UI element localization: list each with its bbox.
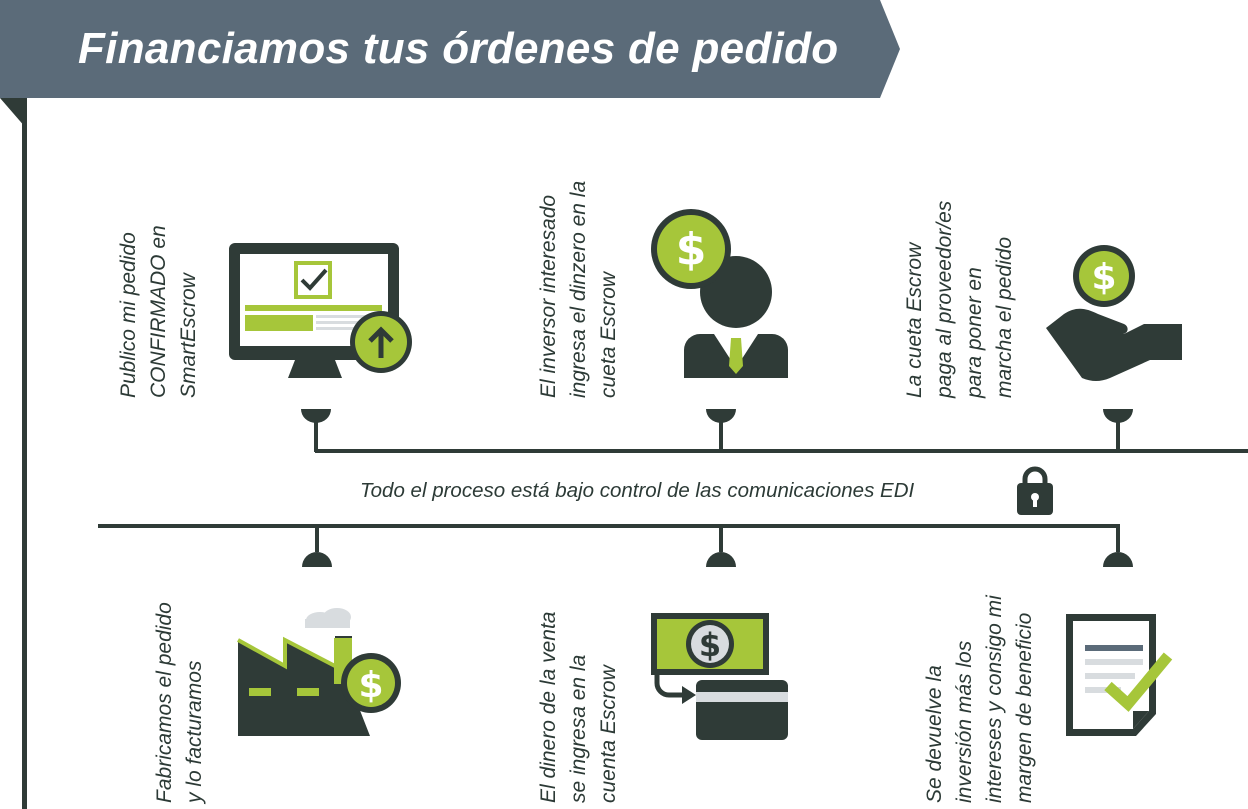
bottom-step-3-text: Se devuelve la inversión más los interes… bbox=[920, 595, 1040, 803]
svg-text:$: $ bbox=[676, 224, 707, 275]
top-step-1-text: Publico mi pedido CONFIRMADO en SmartEsc… bbox=[114, 225, 204, 398]
top-connector-1 bbox=[301, 409, 331, 452]
top-step-3-text: La cueta Escrow paga al proveedor/es par… bbox=[900, 201, 1020, 398]
bottom-connector-1 bbox=[302, 526, 332, 567]
svg-text:$: $ bbox=[1091, 257, 1116, 298]
text-line: margen de beneficio bbox=[1013, 612, 1036, 803]
text-line: Se devuelve la bbox=[923, 665, 946, 803]
bottom-step-1-text: Fabricamos el pedido y lo facturamos bbox=[150, 602, 210, 803]
text-line: para poner en bbox=[963, 267, 986, 398]
text-line: Publico mi pedido bbox=[117, 232, 140, 398]
document-check-icon bbox=[1066, 614, 1173, 736]
lock-icon bbox=[1017, 466, 1053, 515]
page-title: Financiamos tus órdenes de pedido bbox=[78, 24, 839, 73]
bottom-connector-3 bbox=[1103, 526, 1133, 567]
banknote-card-icon: $ bbox=[651, 613, 788, 740]
bottom-timeline bbox=[98, 524, 1120, 528]
top-timeline bbox=[315, 449, 1248, 453]
text-line: ingresa el dinzero en la bbox=[567, 180, 590, 398]
text-line: cueta Escrow bbox=[597, 271, 620, 398]
top-step-2-text: El inversor interesado ingresa el dinzer… bbox=[534, 181, 624, 398]
text-line: paga al proveedor/es bbox=[933, 200, 956, 398]
title-banner: Financiamos tus órdenes de pedido bbox=[0, 0, 900, 128]
text-line: se ingresa en la bbox=[567, 654, 590, 803]
text-line: La cueta Escrow bbox=[903, 242, 926, 398]
text-line: y lo facturamos bbox=[183, 660, 206, 803]
bottom-connector-2 bbox=[706, 526, 736, 567]
banner-shape bbox=[0, 0, 900, 128]
factory-dollar-icon: $ bbox=[237, 608, 401, 736]
text-line: CONFIRMADO en bbox=[147, 225, 170, 398]
top-connector-3 bbox=[1103, 409, 1133, 452]
hand-coin-icon: $ bbox=[1046, 245, 1182, 381]
text-line: inversión más los bbox=[953, 640, 976, 803]
monitor-upload-icon bbox=[229, 243, 412, 378]
text-line: Fabricamos el pedido bbox=[153, 602, 176, 803]
bottom-step-2-text: El dinero de la venta se ingresa en la c… bbox=[534, 612, 624, 803]
text-line: El dinero de la venta bbox=[537, 611, 560, 803]
top-connector-2 bbox=[706, 409, 736, 452]
text-line: cuenta Escrow bbox=[597, 665, 620, 803]
edi-control-note: Todo el proceso está bajo control de las… bbox=[360, 479, 915, 502]
text-line: El inversor interesado bbox=[537, 194, 560, 398]
investor-dollar-icon: $ bbox=[651, 209, 788, 378]
svg-text:$: $ bbox=[699, 626, 721, 664]
text-line: SmartEscrow bbox=[177, 273, 200, 398]
text-line: intereses y consigo mi bbox=[983, 595, 1006, 803]
left-stem bbox=[22, 98, 27, 809]
svg-text:$: $ bbox=[358, 665, 383, 706]
text-line: marcha el pedido bbox=[993, 236, 1016, 398]
